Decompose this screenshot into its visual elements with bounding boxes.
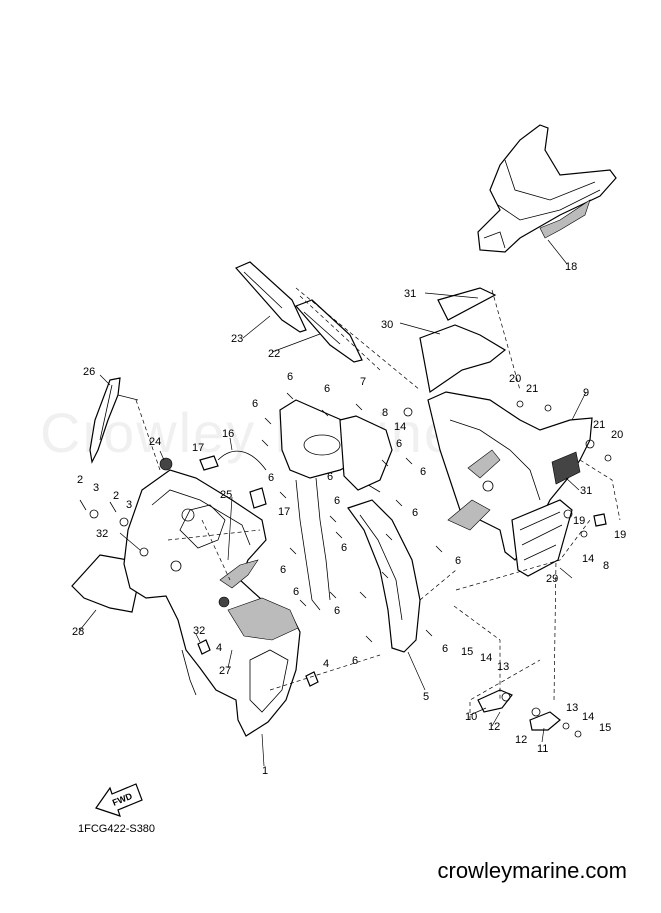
callout-6: 6 (442, 643, 448, 655)
callout-32: 32 (193, 625, 205, 637)
lower-bracket-parts (477, 689, 582, 738)
callout-26: 26 (83, 366, 95, 378)
callout-13: 13 (566, 702, 578, 714)
callout-14: 14 (582, 711, 594, 723)
callout-21: 21 (593, 419, 605, 431)
callout-25: 25 (220, 489, 232, 501)
callout-20: 20 (509, 373, 521, 385)
callout-14: 14 (394, 421, 406, 433)
callout-18: 18 (565, 261, 577, 273)
callout-29: 29 (546, 573, 558, 585)
callout-32: 32 (96, 528, 108, 540)
callout-22: 22 (268, 348, 280, 360)
callout-2: 2 (77, 474, 83, 486)
callout-19: 19 (573, 515, 585, 527)
website-footer[interactable]: crowleymarine.com (437, 858, 628, 883)
callout-6: 6 (341, 542, 347, 554)
callout-6: 6 (455, 555, 461, 567)
callout-28: 28 (72, 626, 84, 638)
callout-9: 9 (583, 387, 589, 399)
callout-labels: 1 2 2 3 3 4 4 5 6 6 6 6 6 6 6 6 6 6 6 6 … (72, 261, 626, 777)
callout-6: 6 (280, 564, 286, 576)
callout-27: 27 (219, 665, 231, 677)
callout-1: 1 (262, 765, 268, 777)
callout-19: 19 (614, 529, 626, 541)
callout-20: 20 (611, 429, 623, 441)
callout-5: 5 (423, 691, 429, 703)
callout-14: 14 (582, 553, 594, 565)
fwd-arrow-icon: FWD (95, 783, 143, 817)
callout-6: 6 (334, 495, 340, 507)
panel-parts-22-23 (235, 261, 363, 363)
callout-8: 8 (603, 560, 609, 572)
callout-6: 6 (412, 507, 418, 519)
callout-6: 6 (324, 383, 330, 395)
callout-24: 24 (149, 436, 161, 448)
callout-21: 21 (526, 383, 538, 395)
callout-31: 31 (580, 485, 592, 497)
callout-10: 10 (465, 711, 477, 723)
side-cowling-part (427, 391, 593, 577)
callout-7: 7 (360, 376, 366, 388)
callout-15: 15 (599, 722, 611, 734)
callout-6: 6 (268, 472, 274, 484)
visor-part (89, 377, 121, 464)
callout-17: 17 (192, 442, 204, 454)
callout-4: 4 (323, 658, 329, 670)
leader-lines (79, 239, 587, 767)
small-parts (79, 400, 612, 687)
callout-14: 14 (480, 652, 492, 664)
callout-6: 6 (327, 471, 333, 483)
diagram-code: 1FCG422-S380 (78, 823, 156, 835)
callout-4: 4 (216, 642, 222, 654)
callout-6: 6 (420, 466, 426, 478)
callout-12: 12 (515, 734, 527, 746)
assembly-lines (135, 287, 621, 720)
front-cowling-part (123, 469, 301, 737)
callout-15: 15 (461, 646, 473, 658)
top-cowl-part (477, 124, 617, 253)
callout-23: 23 (231, 333, 243, 345)
callout-3: 3 (93, 482, 99, 494)
callout-16: 16 (222, 428, 234, 440)
callout-31: 31 (404, 288, 416, 300)
decal-parts-30-31 (419, 287, 507, 394)
callout-13: 13 (497, 661, 509, 673)
callout-17: 17 (278, 506, 290, 518)
callout-6: 6 (396, 438, 402, 450)
callout-12: 12 (488, 721, 500, 733)
callout-6: 6 (334, 605, 340, 617)
callout-8: 8 (382, 407, 388, 419)
callout-2: 2 (113, 490, 119, 502)
callout-6: 6 (352, 655, 358, 667)
callout-3: 3 (126, 499, 132, 511)
inner-bracket-part (279, 399, 421, 653)
callout-11: 11 (537, 743, 548, 755)
callout-6: 6 (252, 398, 258, 410)
callout-6: 6 (293, 586, 299, 598)
callout-6: 6 (287, 371, 293, 383)
callout-30: 30 (381, 319, 393, 331)
screws (261, 392, 443, 643)
